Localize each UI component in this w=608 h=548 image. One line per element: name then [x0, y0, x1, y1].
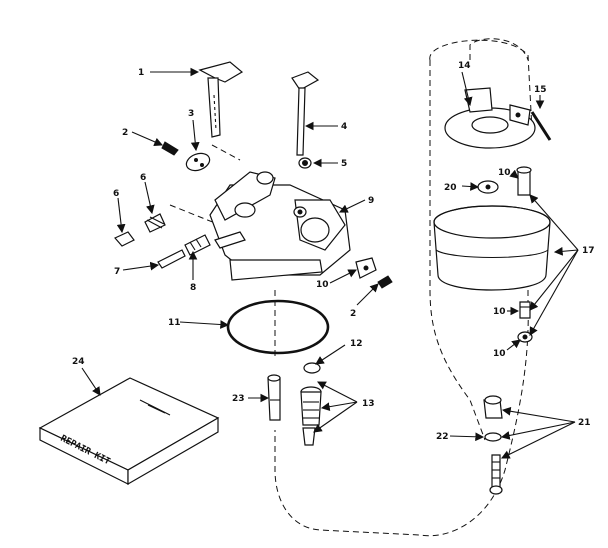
callout-23: 23	[232, 394, 245, 404]
callout-2-right: 2	[350, 309, 356, 319]
callout-12: 12	[350, 339, 363, 349]
small-oring-part	[303, 362, 321, 374]
choke-seal-part	[298, 157, 312, 169]
callout-9: 9	[368, 196, 374, 206]
repair-kit-box: REPAIR KIT	[38, 377, 220, 486]
callout-8: 8	[190, 283, 196, 293]
callout-10-bowl: 10	[493, 307, 506, 317]
callout-22: 22	[436, 432, 449, 442]
assembly-dashed-outline	[274, 38, 533, 537]
callout-14: 14	[458, 61, 471, 71]
callout-15: 15	[534, 85, 547, 95]
throttle-shaft-part	[198, 61, 244, 138]
carburetor-body-part	[209, 171, 351, 281]
callout-10-bolt: 10	[498, 168, 511, 178]
callout-6-left: 6	[113, 189, 119, 199]
adjustment-spring-part	[184, 234, 211, 256]
bowl-nut-part	[483, 395, 503, 419]
screw-part-right	[377, 275, 393, 289]
callout-10-washer: 10	[493, 349, 506, 359]
callout-1: 1	[138, 68, 144, 78]
main-nozzle-part	[267, 374, 281, 421]
needle-seat-assembly-part	[300, 386, 322, 446]
float-bowl-part	[433, 205, 551, 291]
callout-4: 4	[341, 122, 347, 132]
callout-6-right: 6	[140, 173, 146, 183]
callout-3: 3	[188, 109, 194, 119]
gasket-part-10	[355, 257, 377, 279]
fiber-washer-part	[484, 432, 502, 442]
callout-2-left: 2	[122, 128, 128, 138]
idle-mixture-screw-part	[114, 213, 166, 247]
bowl-gasket-part	[226, 299, 330, 355]
throttle-plate-part	[185, 152, 211, 172]
callout-21: 21	[578, 418, 591, 428]
adjustment-screw-part	[157, 249, 186, 269]
choke-shaft-part	[291, 71, 320, 156]
float-pin-part	[530, 111, 552, 141]
callout-11: 11	[168, 318, 181, 328]
callout-20: 20	[444, 183, 457, 193]
screw-part-left	[161, 141, 179, 156]
bowl-washer-part	[517, 331, 533, 343]
callout-numbers: 1 2 3 4 5 6 6 7 8 9 10 2 11 12 23 13 14 …	[72, 61, 595, 442]
bowl-drain-screw-part	[489, 454, 503, 495]
callout-7: 7	[114, 267, 120, 277]
washer-part-20	[477, 180, 499, 194]
callout-5: 5	[341, 159, 347, 169]
callout-10-body: 10	[316, 280, 329, 290]
bowl-bolt-part	[516, 166, 532, 196]
callout-17: 17	[582, 246, 595, 256]
float-part	[444, 87, 536, 149]
bowl-screw-part	[519, 301, 531, 319]
callout-13: 13	[362, 399, 375, 409]
leader-lines	[81, 67, 579, 459]
callout-24: 24	[72, 357, 85, 367]
